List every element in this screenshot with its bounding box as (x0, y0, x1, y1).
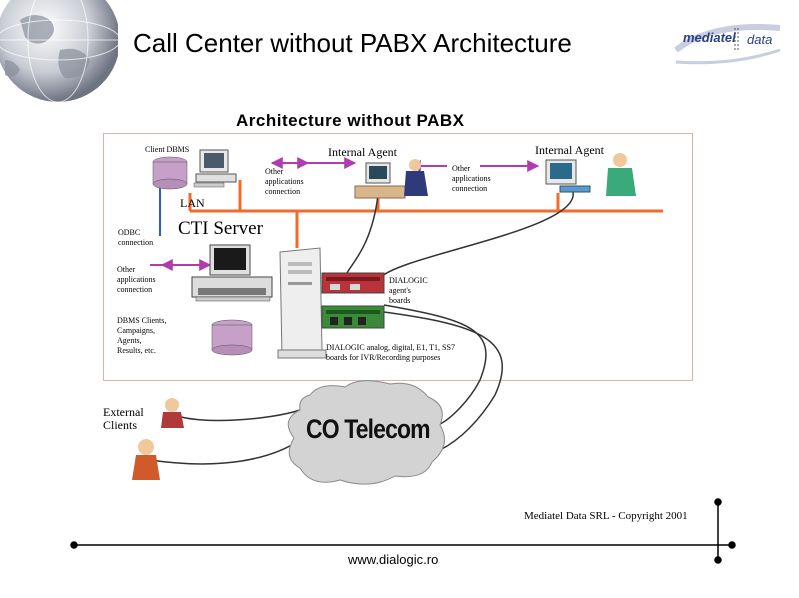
footer-lines (70, 498, 736, 564)
odbc-label: ODBC connection (118, 228, 154, 247)
computer-icon (191, 244, 273, 302)
phone-person-icon (161, 398, 184, 428)
agent-person-icon (404, 159, 428, 196)
computer-icon (193, 149, 237, 188)
internal-agent-label-2: Internal Agent (535, 143, 604, 157)
dialogic-ivr-label: DIALOGIC analog, digital, E1, T1, SS7 bo… (326, 343, 455, 362)
slide-title: Call Center without PABX Architecture (133, 28, 572, 58)
diagram-title: Architecture without PABX (236, 111, 465, 130)
other-apps-label-2: Other applications connection (452, 164, 491, 193)
database-icon (211, 319, 253, 356)
board-icon (321, 305, 385, 329)
internal-agent-label-1: Internal Agent (328, 145, 397, 159)
lan-label: LAN (180, 196, 205, 210)
globe-icon (0, 0, 118, 103)
external-clients-label: External Clients (103, 405, 144, 432)
logo-text-data: data (747, 32, 773, 47)
cti-server-label: CTI Server (178, 218, 263, 239)
dbms-clients-label: DBMS Clients, Campaigns, Agents, Results… (117, 316, 167, 355)
cloud-icon (287, 380, 445, 485)
other-apps-label-3: Other applications connection (117, 265, 156, 294)
database-icon (152, 156, 188, 190)
agent-person-icon (606, 153, 636, 196)
phone-wires (149, 191, 574, 465)
co-telecom-label: CO Telecom (306, 414, 431, 444)
logo-text-mediatel: mediatel (683, 30, 736, 45)
website-link[interactable]: www.dialogic.ro (348, 552, 439, 567)
phone-person-icon (132, 439, 160, 480)
dialogic-agents-label: DIALOGIC agent's boards (389, 276, 428, 305)
mediatel-logo (674, 23, 781, 65)
computer-icon (545, 159, 591, 193)
other-apps-label-1: Other applications connection (265, 167, 304, 196)
architecture-panel (103, 133, 693, 381)
copyright-text: Mediatel Data SRL - Copyright 2001 (524, 510, 688, 522)
server-tower-icon (277, 247, 327, 359)
board-icon (321, 272, 385, 294)
client-dbms-label: Client DBMS (145, 145, 190, 154)
computer-icon (354, 162, 406, 199)
